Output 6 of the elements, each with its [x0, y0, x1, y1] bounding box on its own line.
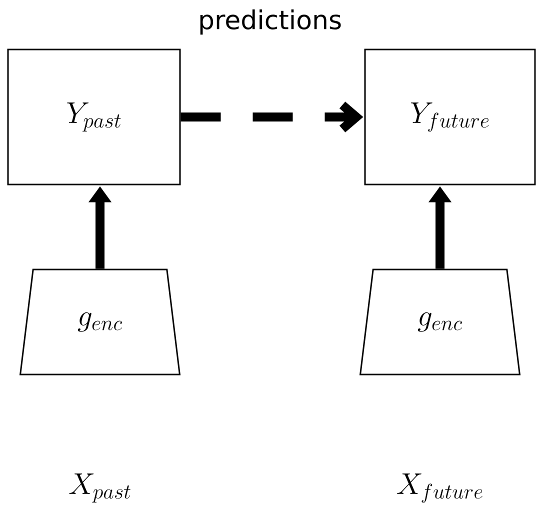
arrow [180, 102, 364, 132]
input-label: $X_{future}$ [397, 473, 482, 503]
output-box: $Y_{past}$ [7, 48, 181, 186]
title: predictions [200, 9, 341, 35]
input-label: $X_{past}$ [69, 473, 130, 503]
output-box: $Y_{future}$ [364, 48, 536, 186]
